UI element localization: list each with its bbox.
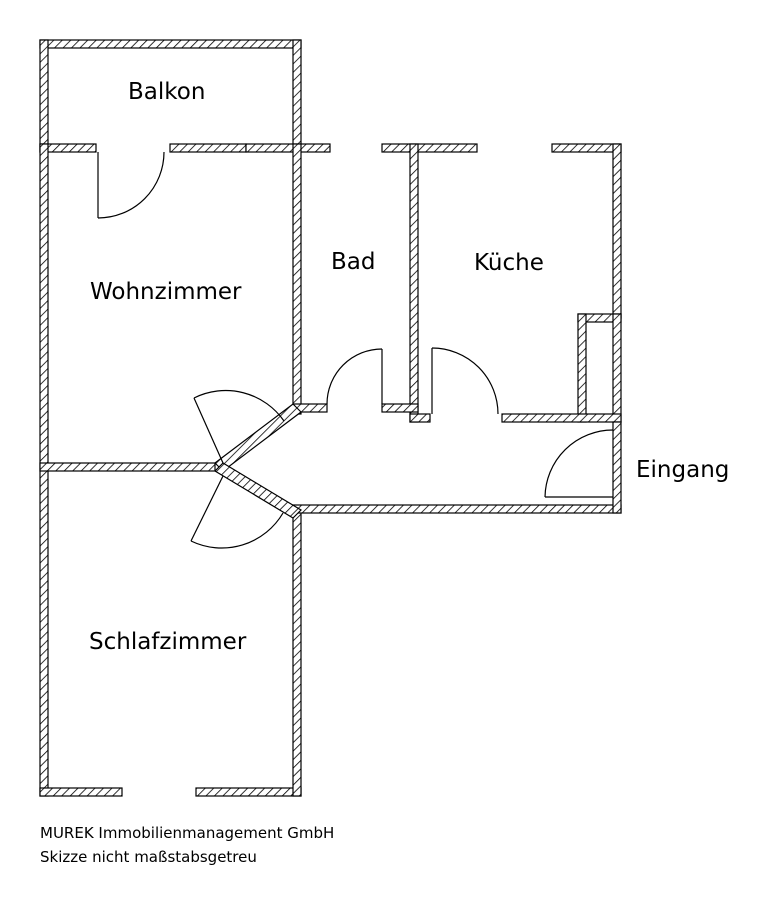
room-label-kueche: Küche bbox=[474, 250, 544, 276]
wall-schlaf-right bbox=[292, 509, 302, 797]
wall-balkon-right bbox=[292, 39, 302, 153]
footer-company: MUREK Immobilienmanagement GmbH bbox=[40, 824, 335, 842]
wall-bad-bottom-right bbox=[381, 403, 419, 413]
door-schlafzimmer bbox=[190, 475, 284, 549]
door-balkon bbox=[97, 151, 165, 219]
wall-kueche-right bbox=[612, 143, 622, 319]
door-wohnzimmer bbox=[193, 389, 285, 464]
room-label-wohnzimmer: Wohnzimmer bbox=[90, 279, 242, 305]
room-label-bad: Bad bbox=[331, 249, 376, 275]
wall-top-segment-2 bbox=[169, 143, 247, 153]
wall-bottom-right bbox=[195, 787, 302, 797]
wall-top-segment-4 bbox=[381, 143, 478, 153]
wall-niche-right bbox=[612, 313, 622, 423]
wall-balkon-left bbox=[39, 39, 49, 153]
room-label-schlafzimmer: Schlafzimmer bbox=[89, 629, 247, 655]
wall-hall-right bbox=[612, 421, 622, 514]
door-kueche bbox=[431, 347, 499, 415]
wall-hall-bottom bbox=[292, 504, 622, 514]
footer-note: Skizze nicht maßstabsgetreu bbox=[40, 848, 257, 866]
walls bbox=[39, 39, 622, 797]
room-label-eingang: Eingang bbox=[636, 457, 730, 483]
wall-kueche-bottom-left bbox=[409, 413, 431, 423]
doors bbox=[97, 151, 614, 549]
wall-bad-kueche bbox=[409, 143, 419, 423]
wall-hall-diagonal-lower bbox=[214, 462, 302, 519]
wall-niche-left bbox=[577, 313, 587, 423]
wall-kueche-bottom-right bbox=[501, 413, 622, 423]
wall-hall-diagonal-upper bbox=[214, 403, 302, 472]
wall-wohn-bad bbox=[292, 143, 302, 415]
wall-top-segment-3 bbox=[245, 143, 331, 153]
wall-balkon-top bbox=[39, 39, 302, 49]
room-label-balkon: Balkon bbox=[128, 79, 206, 105]
door-eingang bbox=[544, 429, 614, 498]
wall-wohn-schlaf bbox=[39, 462, 216, 472]
wall-bottom-left bbox=[39, 787, 123, 797]
door-bad bbox=[326, 348, 383, 405]
wall-top-segment-5 bbox=[551, 143, 622, 153]
